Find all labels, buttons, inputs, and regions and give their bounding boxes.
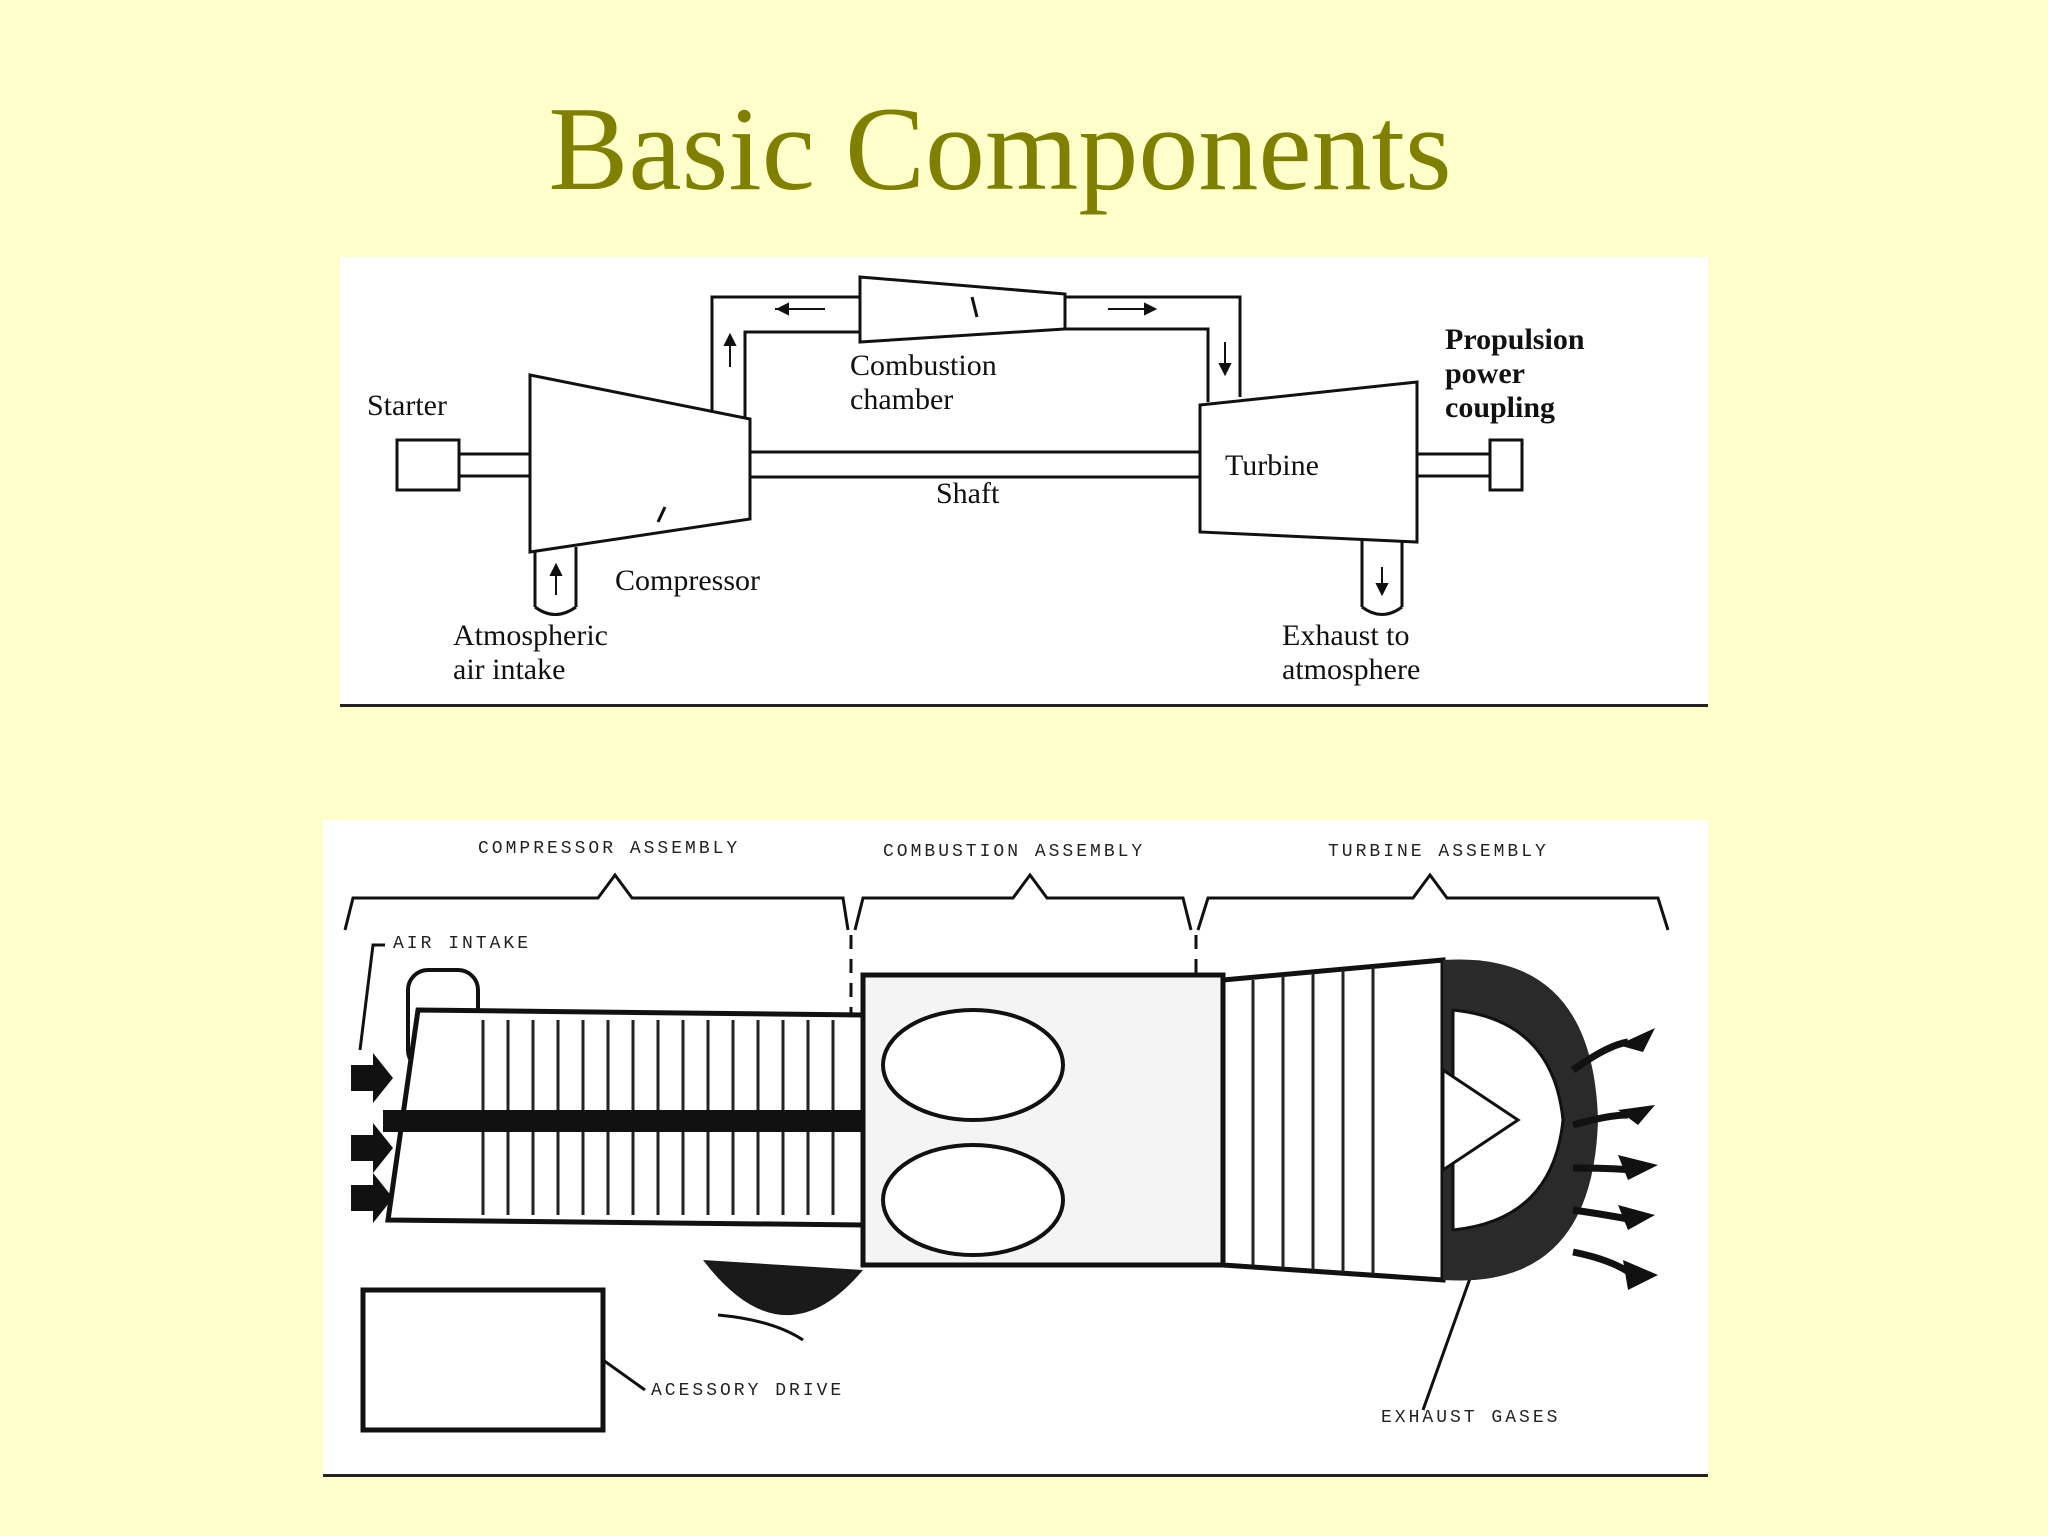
starter-label: Starter [367,389,447,422]
propulsion-label-line1: Propulsion [1445,323,1585,356]
turbine-assembly-label: TURBINE ASSEMBLY [1328,842,1549,862]
exhaust-label-line1: Exhaust to [1282,619,1410,652]
schematic-divider [340,704,1708,707]
intake-label-line1: Atmospheric [453,619,608,652]
combustion-assembly-label: COMBUSTION ASSEMBLY [883,842,1145,862]
air-intake-label: AIR INTAKE [393,934,531,954]
intake-arrow-2 [351,1123,393,1173]
engine-cutaway-illustration: COMPRESSOR ASSEMBLY COMBUSTION ASSEMBLY … [323,820,1708,1475]
propulsion-label-line3: coupling [1445,391,1555,424]
combustion-label-line1: Combustion [850,349,997,382]
exhaust-arrow-2 [1618,1105,1655,1125]
propulsion-label-line2: power [1445,357,1525,390]
intake-arrow-1 [351,1053,393,1103]
slide-title: Basic Components [548,82,1452,215]
schematic-drawing: Starter Combustion chamber Propulsion po… [367,275,1585,686]
combustion-chamber-shape [858,275,1067,344]
intake-arrow-3 [351,1173,393,1223]
combustion-label-line2: chamber [850,383,953,416]
accessory-drive-label: ACESSORY DRIVE [651,1381,844,1401]
schematic-diagram: Starter Combustion chamber Propulsion po… [340,257,1708,705]
compressor-label: Compressor [615,564,760,597]
exhaust-arrow-4 [1618,1205,1655,1230]
intake-label-line2: air intake [453,653,565,686]
exhaust-arrow-3 [1618,1155,1658,1180]
cutaway-drawing: COMPRESSOR ASSEMBLY COMBUSTION ASSEMBLY … [343,839,1670,1433]
engine-body [360,957,1598,1433]
exhaust-label-line2: atmosphere [1282,653,1420,686]
turbine-label: Turbine [1225,449,1319,482]
compressor-assembly-label: COMPRESSOR ASSEMBLY [478,839,740,859]
exhaust-arrow-5 [1623,1260,1658,1290]
starter-box [395,438,461,492]
shaft-label: Shaft [936,477,1000,510]
flow-arrows [351,1028,1658,1290]
cutaway-divider [323,1474,1708,1477]
propulsion-coupling-box [1488,438,1524,492]
exhaust-gases-label: EXHAUST GASES [1381,1408,1560,1428]
turbine-shape [1198,380,1419,544]
exhaust-arrow-1 [1618,1028,1655,1052]
compressor-shape [528,373,752,554]
